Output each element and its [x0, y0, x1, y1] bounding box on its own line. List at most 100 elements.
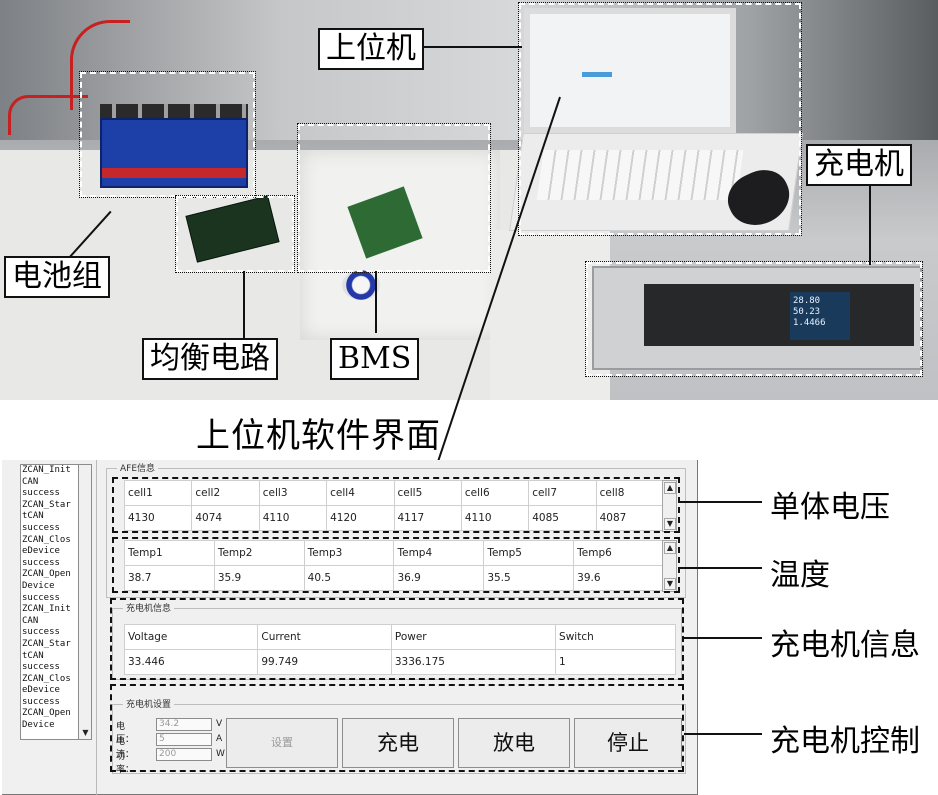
temp-header: Temp6 [573, 540, 664, 566]
log-line: ZCAN_Star [22, 638, 71, 649]
laptop-progress-bar [582, 72, 612, 77]
temp-value: 36.9 [393, 565, 485, 591]
charger-lcd-line: 28.80 [793, 296, 821, 306]
temperature-leader [680, 567, 762, 569]
scroll-down-icon[interactable]: ▼ [664, 518, 676, 530]
charger-lcd-line: 1.4466 [793, 318, 826, 328]
temp-value: 38.7 [124, 565, 215, 591]
charger-lcd-line: 50.23 [793, 307, 821, 317]
battery-band [102, 168, 246, 178]
power-input[interactable]: 200 [156, 748, 212, 761]
log-line: success [22, 488, 60, 499]
cell-voltage-table: cell1 cell2 cell3 cell4 cell5 cell6 cell… [123, 480, 665, 531]
label-bms: BMS [330, 338, 420, 380]
tape-roll [342, 270, 380, 300]
log-line: ZCAN_Clos [22, 673, 71, 684]
cell-value: 4110 [258, 505, 328, 531]
annotation-temperature: 温度 [770, 558, 830, 593]
stop-button[interactable]: 停止 [574, 718, 682, 768]
foam-pad-2 [490, 230, 610, 400]
cell-value: 4110 [460, 505, 530, 531]
log-scrollbar[interactable]: ▼ [78, 464, 92, 740]
log-line: tCAN [22, 511, 44, 522]
scroll-up-icon[interactable]: ▲ [664, 542, 676, 554]
temp-value: 35.9 [213, 565, 305, 591]
discharge-button[interactable]: 放电 [458, 718, 570, 768]
balance-frame [175, 195, 295, 273]
cell-header: cell4 [326, 480, 395, 506]
charger-pointer [869, 177, 871, 265]
cell-value: 4120 [326, 505, 395, 531]
log-line: Device [22, 580, 55, 591]
voltage-input[interactable]: 34.2 [156, 718, 212, 731]
current-input[interactable]: 5 [156, 733, 212, 746]
temp-header: Temp3 [303, 540, 395, 566]
charger-value: 3336.175 [390, 649, 557, 675]
log-line: ZCAN_Clos [22, 534, 71, 545]
charger-header: Voltage [123, 624, 259, 650]
set-button[interactable]: 设置 [226, 718, 338, 768]
label-host: 上位机 [318, 28, 424, 70]
scroll-up-icon[interactable]: ▲ [664, 482, 676, 494]
charger-header: Switch [555, 624, 676, 650]
temp-value: 35.5 [483, 565, 575, 591]
afe-group: AFE信息 [106, 461, 686, 598]
cell-header: cell6 [460, 480, 530, 506]
charge-button[interactable]: 充电 [342, 718, 454, 768]
scroll-down-icon[interactable]: ▼ [82, 728, 89, 737]
log-line: success [22, 696, 60, 707]
log-line: success [22, 662, 60, 673]
cell-value: 4130 [123, 505, 193, 531]
charger-settings-title: 充电机设置 [123, 697, 175, 710]
power-unit: W [216, 749, 225, 759]
charger-lcd: 28.80 50.23 1.4466 [790, 292, 850, 340]
charger-info-title: 充电机信息 [123, 601, 175, 614]
bms-frame [297, 123, 491, 273]
cell-header: cell5 [393, 480, 462, 506]
log-line: tCAN [22, 650, 44, 661]
lab-setup-photo: 28.80 50.23 1.4466 上位机 充电机 电池组 均衡电路 BMS [0, 0, 938, 400]
log-line: eDevice [22, 685, 60, 696]
voltage-label: 电压： [116, 722, 135, 745]
log-line: success [22, 557, 60, 568]
host-frame [518, 2, 802, 236]
host-pointer [418, 46, 522, 48]
temp-value: 39.6 [573, 565, 664, 591]
battery-frame [79, 71, 256, 198]
log-line: success [22, 627, 60, 638]
temp-header: Temp1 [124, 540, 215, 566]
label-charger: 充电机 [806, 144, 912, 186]
cell-voltage-highlight [112, 477, 680, 533]
log-line: Device [22, 720, 55, 731]
label-battery: 电池组 [4, 256, 110, 298]
charger-header: Power [390, 624, 557, 650]
cell-value: 4074 [191, 505, 260, 531]
bms-pointer [375, 271, 377, 333]
afe-group-title: AFE信息 [117, 461, 159, 474]
log-line: ZCAN_Open [22, 569, 71, 580]
scroll-down-icon[interactable]: ▼ [664, 578, 676, 590]
charger-info-highlight [110, 598, 684, 680]
log-line: CAN [22, 615, 39, 626]
voltage-unit: V [216, 719, 223, 729]
current-label: 电流： [116, 737, 135, 760]
charger-settings-group: 充电机设置 [112, 697, 686, 774]
log-line: ZCAN_Init [22, 465, 71, 475]
panel-divider [96, 460, 97, 795]
annotation-charger-info: 充电机信息 [770, 628, 920, 663]
charger-info-table: Voltage Current Power Switch 33.446 99.7… [123, 624, 676, 675]
annotation-cell-voltage: 单体电压 [770, 490, 890, 525]
temp-value: 40.5 [303, 565, 395, 591]
cell-table-scrollbar[interactable]: ▲ ▼ [662, 480, 677, 532]
charger-control-leader [684, 733, 762, 735]
software-caption: 上位机软件界面 [196, 416, 441, 456]
annotation-charger-control: 充电机控制 [770, 724, 920, 759]
cell-voltage-leader [680, 501, 762, 503]
red-cable [70, 20, 130, 110]
temp-table-scrollbar[interactable]: ▲ ▼ [662, 540, 677, 592]
laptop-screen [524, 8, 736, 133]
charger-value: 33.446 [123, 649, 259, 675]
temperature-table: Temp1 Temp2 Temp3 Temp4 Temp5 Temp6 38.7… [124, 540, 664, 591]
log-line: ZCAN_Init [22, 604, 71, 615]
